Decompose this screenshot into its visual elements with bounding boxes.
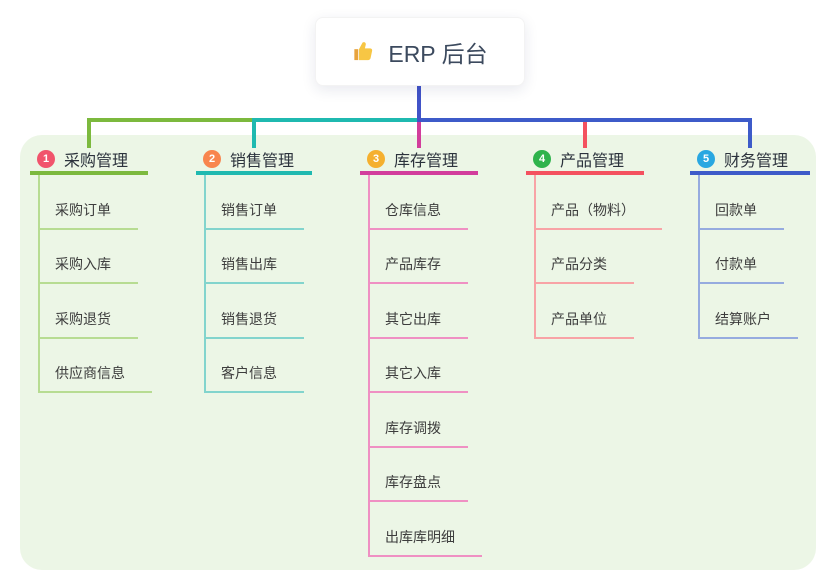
root-connector-line: [417, 84, 421, 122]
child-node[interactable]: 销售订单: [206, 200, 304, 230]
branch-label: 库存管理: [394, 153, 459, 170]
branch-header-3[interactable]: 3 库存管理: [360, 147, 478, 175]
branch-header-1[interactable]: 1 采购管理: [30, 147, 148, 175]
branch-drop-line: [748, 122, 752, 148]
child-node[interactable]: 结算账户: [700, 309, 798, 339]
child-row: 供应商信息: [40, 339, 152, 393]
child-row: 销售订单: [206, 175, 304, 230]
child-row: 产品库存: [370, 230, 482, 284]
child-row: 仓库信息: [370, 175, 482, 230]
child-row: 库存盘点: [370, 448, 482, 502]
branch-number-badge: 2: [203, 150, 221, 168]
child-row: 回款单: [700, 175, 798, 230]
child-node[interactable]: 客户信息: [206, 363, 304, 393]
child-node[interactable]: 其它入库: [370, 363, 468, 393]
child-row: 其它出库: [370, 284, 482, 339]
thumbs-up-icon: [352, 39, 377, 64]
branch-children-3: 仓库信息产品库存其它出库其它入库库存调拨库存盘点出库库明细: [368, 175, 482, 557]
branch-children-1: 采购订单采购入库采购退货供应商信息: [38, 175, 152, 393]
branch-number-badge: 4: [533, 150, 551, 168]
connector-segment: [252, 118, 421, 122]
branch-header-5[interactable]: 5 财务管理: [690, 147, 810, 175]
branch-label: 销售管理: [230, 153, 295, 170]
branch-number-badge: 3: [367, 150, 385, 168]
branch-drop-line: [87, 122, 91, 148]
child-node[interactable]: 库存调拨: [370, 418, 468, 448]
branch-children-5: 回款单付款单结算账户: [698, 175, 798, 339]
child-node[interactable]: 产品库存: [370, 254, 468, 284]
branch-header-4[interactable]: 4 产品管理: [526, 147, 644, 175]
child-node[interactable]: 采购订单: [40, 200, 138, 230]
branch-header-2[interactable]: 2 销售管理: [196, 147, 312, 175]
branch-drop-line: [583, 122, 587, 148]
child-node[interactable]: 采购入库: [40, 254, 138, 284]
child-node[interactable]: 付款单: [700, 254, 784, 284]
child-node[interactable]: 采购退货: [40, 309, 138, 339]
child-row: 付款单: [700, 230, 798, 284]
child-node[interactable]: 销售出库: [206, 254, 304, 284]
child-row: 采购订单: [40, 175, 152, 230]
connector-segment: [87, 118, 256, 122]
child-row: 销售出库: [206, 230, 304, 284]
child-row: 产品单位: [536, 284, 662, 339]
branch-number-badge: 1: [37, 150, 55, 168]
child-row: 产品分类: [536, 230, 662, 284]
root-node[interactable]: ERP 后台: [315, 17, 525, 86]
child-node[interactable]: 产品单位: [536, 309, 634, 339]
child-node[interactable]: 回款单: [700, 200, 784, 230]
branch-drop-line: [417, 122, 421, 148]
branch-label: 采购管理: [64, 153, 129, 170]
child-node[interactable]: 产品分类: [536, 254, 634, 284]
branch-label: 财务管理: [724, 153, 789, 170]
child-row: 其它入库: [370, 339, 482, 393]
mindmap-panel: [20, 135, 816, 570]
child-row: 销售退货: [206, 284, 304, 339]
root-title: ERP 后台: [388, 40, 488, 67]
branch-drop-line: [252, 122, 256, 148]
child-row: 出库库明细: [370, 502, 482, 557]
child-row: 产品（物料）: [536, 175, 662, 230]
child-row: 采购入库: [40, 230, 152, 284]
child-node[interactable]: 其它出库: [370, 309, 468, 339]
child-row: 采购退货: [40, 284, 152, 339]
child-node[interactable]: 销售退货: [206, 309, 304, 339]
child-row: 客户信息: [206, 339, 304, 393]
child-node[interactable]: 供应商信息: [40, 363, 152, 393]
branch-children-2: 销售订单销售出库销售退货客户信息: [204, 175, 304, 393]
child-node[interactable]: 产品（物料）: [536, 200, 662, 230]
child-node[interactable]: 库存盘点: [370, 472, 468, 502]
child-row: 结算账户: [700, 284, 798, 339]
branch-label: 产品管理: [560, 153, 625, 170]
child-row: 库存调拨: [370, 393, 482, 448]
connector-segment: [417, 118, 752, 122]
branch-number-badge: 5: [697, 150, 715, 168]
child-node[interactable]: 出库库明细: [370, 527, 482, 557]
child-node[interactable]: 仓库信息: [370, 200, 468, 230]
branch-children-4: 产品（物料） 产品分类产品单位: [534, 175, 662, 339]
